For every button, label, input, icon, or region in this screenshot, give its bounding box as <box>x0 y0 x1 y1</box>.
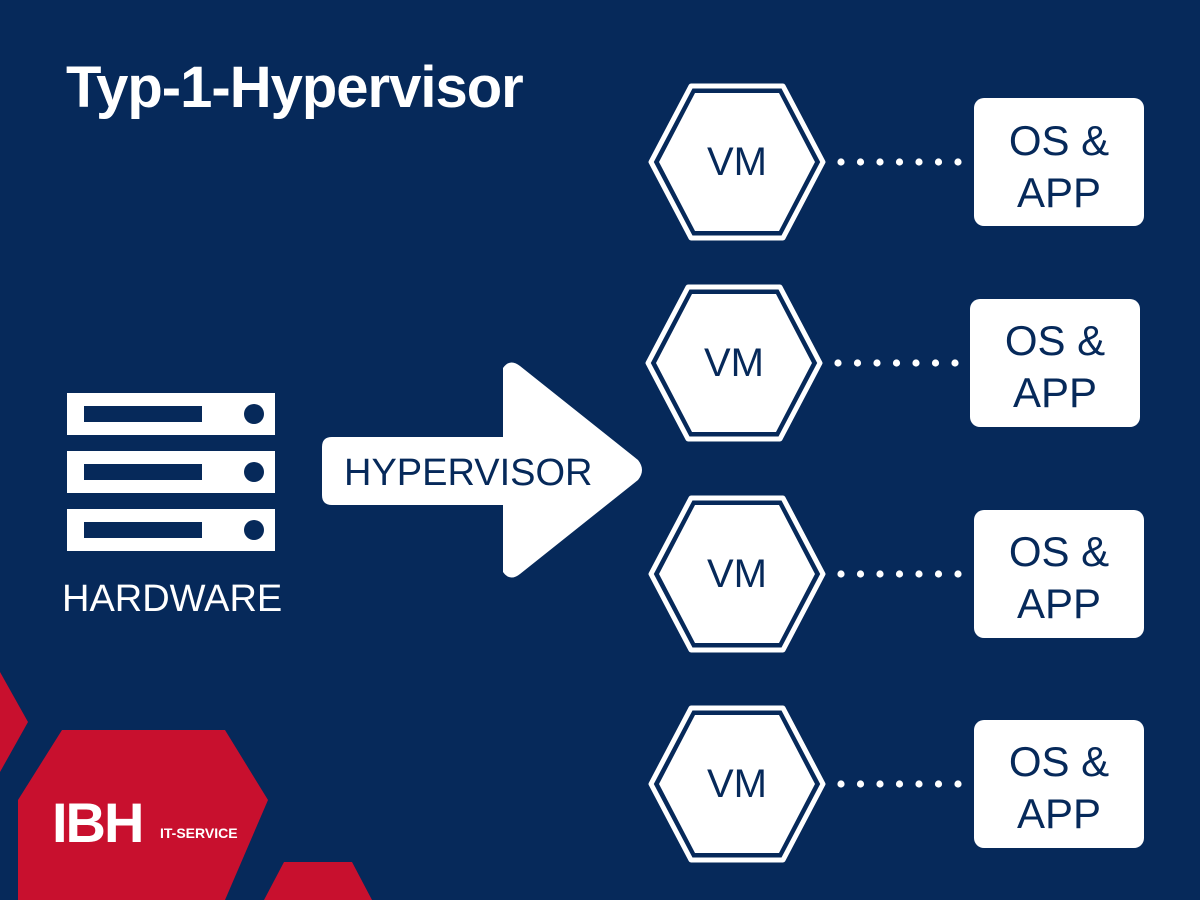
connector-dot <box>951 359 959 367</box>
connector-dot <box>934 158 943 166</box>
hypervisor-label: HYPERVISOR <box>344 452 593 494</box>
vm-hexagon <box>659 715 815 853</box>
vm-hexagon <box>659 505 815 643</box>
vm-hexagon <box>659 93 815 231</box>
decor-hexagon-bottom <box>264 862 372 900</box>
connector-dot <box>934 570 943 578</box>
connector-dot <box>856 570 865 578</box>
connector-dot <box>876 570 884 578</box>
connector-dot <box>876 780 884 788</box>
connector-dot <box>954 570 962 578</box>
vm-hexagon-outline <box>648 83 826 241</box>
hypervisor-arrow <box>322 362 642 578</box>
connector-dot <box>873 359 881 367</box>
connector-dot <box>954 158 962 166</box>
os-app-box <box>970 299 1140 427</box>
connector-dot <box>931 359 940 367</box>
connector-dot <box>954 780 962 788</box>
os-app-box <box>974 98 1144 226</box>
ibh-logo: IBH <box>52 791 144 854</box>
vm-label: VM <box>707 140 767 184</box>
connector-dot <box>892 359 901 367</box>
vm-hexagon-outline <box>645 284 823 442</box>
connector-dot <box>915 780 923 788</box>
os-app-label: OS &APP <box>1008 528 1110 627</box>
connector-dot <box>834 359 842 367</box>
vm-hexagon-outline <box>648 705 826 863</box>
server-icon <box>67 393 275 551</box>
vm-hexagon-outline <box>648 495 826 653</box>
decor-hexagon-left <box>0 672 28 772</box>
os-app-box <box>974 510 1144 638</box>
os-app-label: OS &APP <box>1008 738 1110 837</box>
vm-rows <box>645 83 1144 863</box>
vm-label: VM <box>704 341 764 385</box>
vm-label: VM <box>707 762 767 806</box>
connector-dot <box>856 158 865 166</box>
os-app-label: OS &APP <box>1008 117 1110 216</box>
vm-hexagon <box>656 294 812 432</box>
connector-dot <box>837 780 845 788</box>
hardware-label: HARDWARE <box>62 578 283 620</box>
connector-dot <box>895 570 904 578</box>
connector-dot <box>837 570 845 578</box>
connector-dot <box>934 780 943 788</box>
page-title: Typ-1-Hypervisor <box>66 55 524 120</box>
connector-dot <box>915 158 923 166</box>
vm-label: VM <box>707 552 767 596</box>
connector-dot <box>895 780 904 788</box>
connector-dot <box>895 158 904 166</box>
decor-hexagon-logo <box>18 730 268 900</box>
connector-dot <box>856 780 865 788</box>
connector-dot <box>853 359 862 367</box>
connector-dot <box>837 158 845 166</box>
connector-dot <box>915 570 923 578</box>
connector-dot <box>876 158 884 166</box>
ibh-logo-subtitle: IT-SERVICE <box>160 825 238 841</box>
os-app-label: OS &APP <box>1004 317 1106 416</box>
connector-dot <box>912 359 920 367</box>
os-app-box <box>974 720 1144 848</box>
